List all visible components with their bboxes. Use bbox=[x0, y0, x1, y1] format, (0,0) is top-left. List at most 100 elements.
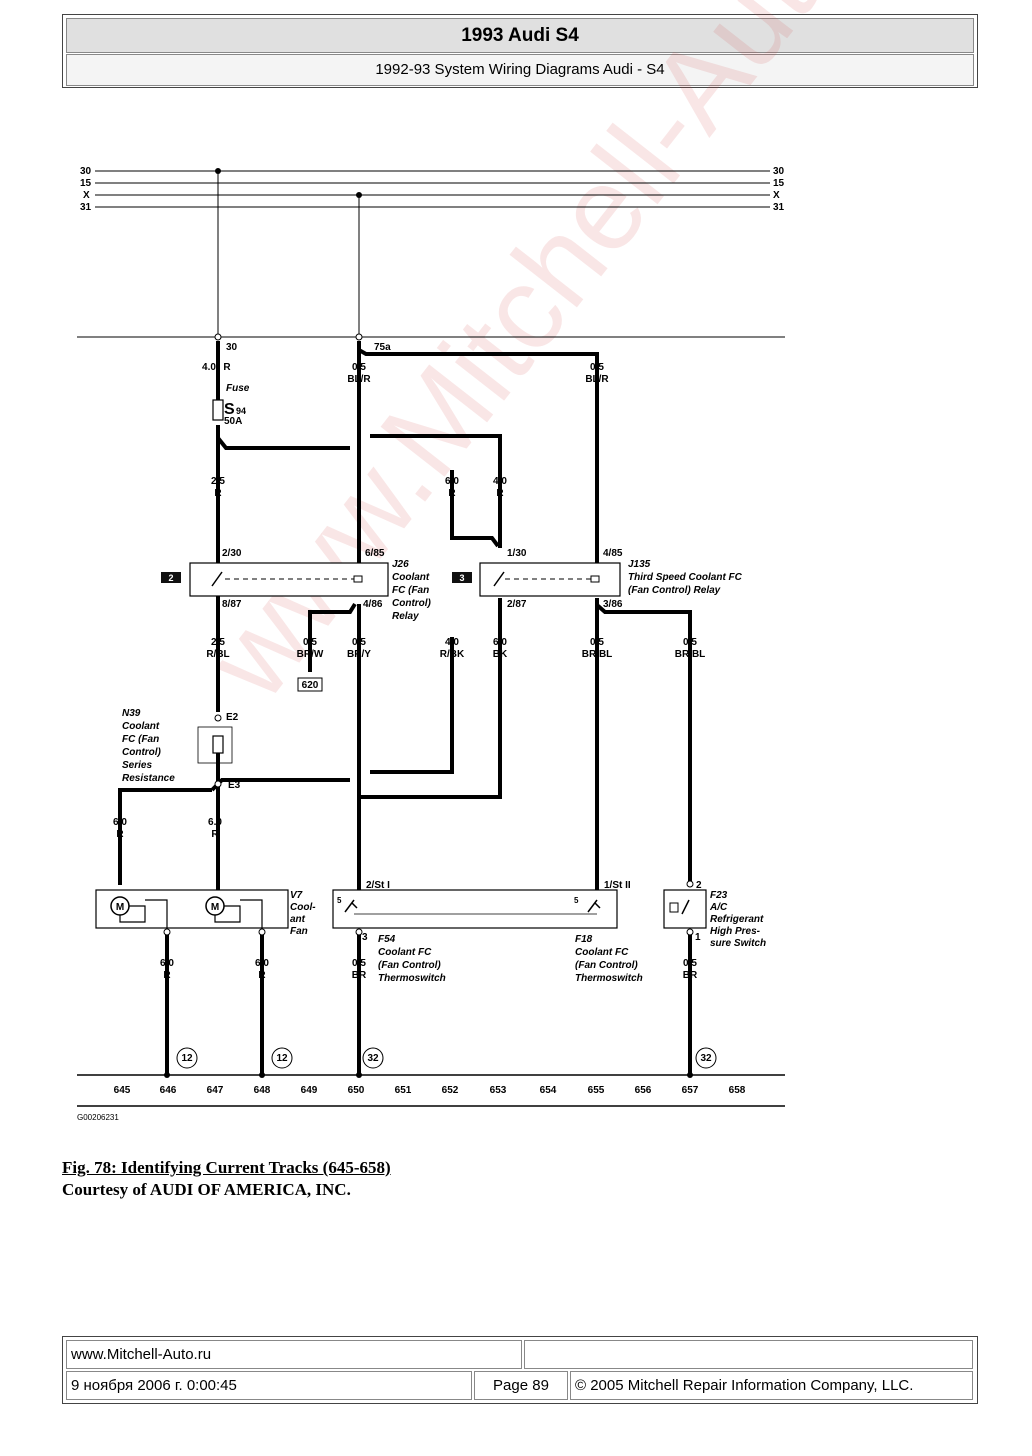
footer-datetime: 9 ноября 2006 г. 0:00:45 bbox=[66, 1371, 472, 1400]
resistor-n39 bbox=[197, 726, 233, 764]
svg-text:5: 5 bbox=[337, 896, 342, 905]
svg-text:653: 653 bbox=[490, 1085, 507, 1096]
svg-text:J135: J135 bbox=[628, 559, 651, 570]
terminal-label: 30 bbox=[226, 342, 238, 353]
svg-text:BR: BR bbox=[352, 970, 367, 981]
current-tracks: 645 646 647 648 649 650 651 652 653 654 … bbox=[114, 1085, 746, 1096]
svg-text:0.5: 0.5 bbox=[683, 637, 697, 648]
pressure-switch-f23 bbox=[663, 880, 707, 936]
fuse-icon bbox=[212, 399, 224, 421]
footer-copyright: © 2005 Mitchell Repair Information Compa… bbox=[570, 1371, 973, 1400]
svg-text:652: 652 bbox=[442, 1085, 459, 1096]
terminal-label: 75a bbox=[374, 342, 391, 353]
footer-website: www.Mitchell-Auto.ru bbox=[66, 1340, 522, 1369]
svg-text:R: R bbox=[223, 362, 231, 373]
svg-text:651: 651 bbox=[395, 1085, 412, 1096]
thermoswitch-f54-f18 bbox=[332, 889, 618, 936]
svg-text:Coolant: Coolant bbox=[392, 572, 430, 583]
svg-text:R: R bbox=[496, 488, 504, 499]
fuse-id: S bbox=[224, 401, 235, 418]
ref-620 bbox=[297, 677, 323, 692]
svg-text:R: R bbox=[163, 970, 171, 981]
svg-text:650: 650 bbox=[348, 1085, 365, 1096]
svg-text:R/BK: R/BK bbox=[440, 649, 465, 660]
svg-text:654: 654 bbox=[540, 1085, 557, 1096]
svg-text:Thermoswitch: Thermoswitch bbox=[378, 973, 446, 984]
bus-label-left: 15 bbox=[80, 178, 92, 189]
svg-text:0.5: 0.5 bbox=[590, 362, 604, 373]
svg-text:4/85: 4/85 bbox=[603, 548, 623, 559]
svg-text:4.0: 4.0 bbox=[445, 637, 459, 648]
svg-text:0.5: 0.5 bbox=[352, 637, 366, 648]
svg-text:FC (Fan: FC (Fan bbox=[122, 734, 159, 745]
svg-text:R: R bbox=[214, 488, 222, 499]
svg-text:BR: BR bbox=[683, 970, 698, 981]
relay-j135: 3 bbox=[452, 562, 621, 597]
svg-text:6.0: 6.0 bbox=[113, 817, 127, 828]
svg-text:647: 647 bbox=[207, 1085, 224, 1096]
svg-text:4.0: 4.0 bbox=[493, 476, 507, 487]
svg-text:649: 649 bbox=[301, 1085, 318, 1096]
svg-text:12: 12 bbox=[181, 1053, 193, 1064]
fuse-sub: 94 bbox=[236, 406, 246, 416]
svg-text:Thermoswitch: Thermoswitch bbox=[575, 973, 643, 984]
ground-refs bbox=[176, 1047, 717, 1069]
svg-text:6.0: 6.0 bbox=[255, 958, 269, 969]
figure-id: G00206231 bbox=[77, 1113, 119, 1122]
svg-text:8/87: 8/87 bbox=[222, 599, 242, 610]
svg-text:0.5: 0.5 bbox=[352, 958, 366, 969]
svg-text:6.0: 6.0 bbox=[445, 476, 459, 487]
svg-text:4.0: 4.0 bbox=[202, 362, 216, 373]
svg-text:6/85: 6/85 bbox=[365, 548, 385, 559]
svg-text:645: 645 bbox=[114, 1085, 131, 1096]
caption-courtesy: Courtesy of AUDI OF AMERICA, INC. bbox=[62, 1180, 351, 1199]
svg-text:2: 2 bbox=[168, 573, 173, 583]
svg-text:2.5: 2.5 bbox=[211, 476, 225, 487]
svg-text:Refrigerant: Refrigerant bbox=[710, 914, 764, 925]
svg-text:2: 2 bbox=[696, 880, 702, 891]
svg-text:(Fan Control): (Fan Control) bbox=[378, 960, 441, 971]
header-table: 1993 Audi S4 1992-93 System Wiring Diagr… bbox=[62, 14, 978, 88]
svg-text:658: 658 bbox=[729, 1085, 746, 1096]
bus-label-right: 30 bbox=[773, 166, 785, 177]
svg-text:3: 3 bbox=[459, 573, 464, 583]
svg-text:0.5: 0.5 bbox=[590, 637, 604, 648]
bus-label-left: X bbox=[83, 190, 90, 201]
svg-text:0.5: 0.5 bbox=[352, 362, 366, 373]
svg-text:Coolant FC: Coolant FC bbox=[378, 947, 432, 958]
ref-box-2 bbox=[161, 572, 181, 583]
page-subtitle: 1992-93 System Wiring Diagrams Audi - S4 bbox=[66, 54, 974, 86]
svg-text:High Pres-: High Pres- bbox=[710, 926, 761, 937]
svg-text:2/87: 2/87 bbox=[507, 599, 527, 610]
svg-text:M: M bbox=[211, 902, 219, 913]
fuse-label: Fuse bbox=[226, 383, 250, 394]
svg-text:BL/R: BL/R bbox=[585, 374, 609, 385]
svg-text:655: 655 bbox=[588, 1085, 605, 1096]
svg-text:R/BL: R/BL bbox=[206, 649, 229, 660]
footer-blank bbox=[524, 1340, 973, 1369]
svg-text:V7: V7 bbox=[290, 890, 303, 901]
svg-text:656: 656 bbox=[635, 1085, 652, 1096]
svg-text:N39: N39 bbox=[122, 708, 141, 719]
svg-text:Third Speed Coolant FC: Third Speed Coolant FC bbox=[628, 572, 743, 583]
svg-text:Cool-: Cool- bbox=[290, 902, 316, 913]
svg-text:FC (Fan: FC (Fan bbox=[392, 585, 429, 596]
coolant-fan-v7: M M bbox=[95, 889, 289, 936]
bus-label-left: 31 bbox=[80, 202, 92, 213]
svg-text:2/St I: 2/St I bbox=[366, 880, 390, 891]
bus-lines bbox=[95, 170, 770, 208]
svg-text:F23: F23 bbox=[710, 890, 728, 901]
svg-text:R: R bbox=[116, 829, 124, 840]
svg-text:5: 5 bbox=[574, 896, 579, 905]
svg-text:6.0: 6.0 bbox=[160, 958, 174, 969]
svg-text:J26: J26 bbox=[392, 559, 409, 570]
svg-text:Control): Control) bbox=[122, 747, 162, 758]
wire-harness bbox=[118, 341, 692, 1075]
svg-text:620: 620 bbox=[302, 680, 319, 691]
svg-text:E2: E2 bbox=[226, 712, 239, 723]
svg-text:BR/Y: BR/Y bbox=[347, 649, 371, 660]
svg-text:Series: Series bbox=[122, 760, 152, 771]
svg-text:sure Switch: sure Switch bbox=[710, 938, 766, 949]
svg-text:R: R bbox=[258, 970, 266, 981]
